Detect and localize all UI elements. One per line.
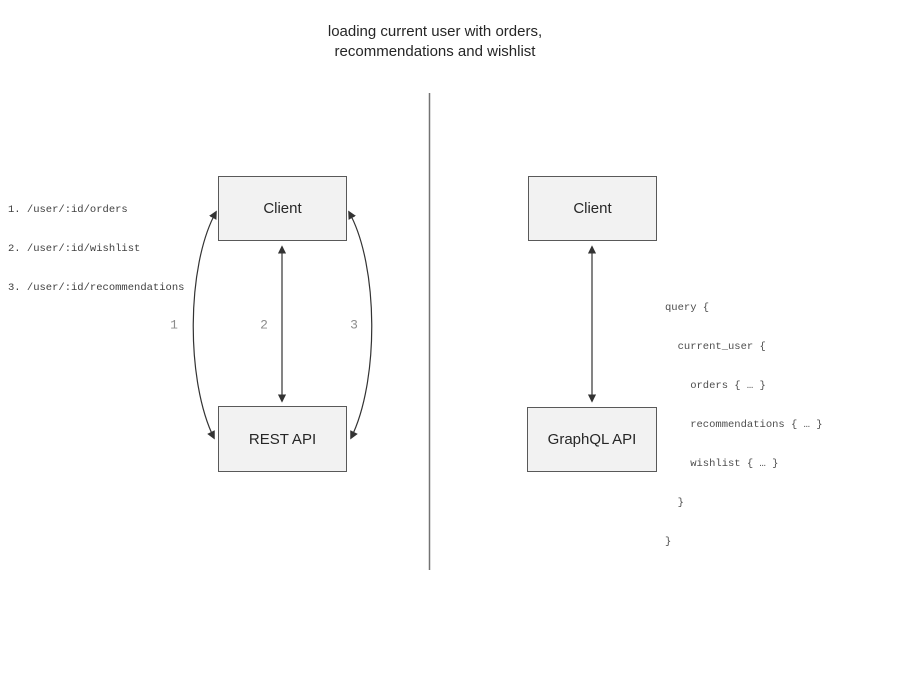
- rest-api-box-label: REST API: [248, 430, 317, 448]
- rest-arrow-1-curve: [192, 210, 217, 440]
- query-line: recommendations { … }: [665, 419, 823, 431]
- graphql-query-snippet: query { current_user { orders { … } reco…: [665, 276, 823, 575]
- query-line: }: [665, 536, 672, 548]
- client-box-graphql-label: Client: [573, 200, 612, 217]
- arrow-label-2: 2: [260, 317, 268, 333]
- query-line: orders { … }: [665, 380, 766, 392]
- rest-endpoint-wishlist: 2. /user/:id/wishlist: [8, 243, 141, 255]
- rest-endpoint-orders: 1. /user/:id/orders: [8, 204, 128, 216]
- diagram-title-line1: loading current user with orders,: [327, 23, 543, 40]
- arrow-label-1: 1: [170, 317, 178, 333]
- rest-api-box: REST API: [218, 406, 347, 472]
- diagram-title-line2: recommendations and wishlist: [334, 43, 536, 60]
- rest-endpoint-recommendations: 3. /user/:id/recommendations: [8, 282, 185, 294]
- arrow-label-3: 3: [350, 317, 358, 333]
- client-box-rest: Client: [218, 176, 347, 241]
- query-line: }: [665, 497, 684, 509]
- client-box-graphql: Client: [528, 176, 657, 241]
- rest-arrow-3-curve: [348, 210, 373, 440]
- graphql-api-box: GraphQL API: [527, 407, 657, 472]
- rest-endpoint-list: 1. /user/:id/orders 2. /user/:id/wishlis…: [8, 178, 184, 321]
- diagram-title: loading current user with orders, recomm…: [0, 22, 870, 62]
- query-line: wishlist { … }: [665, 458, 779, 470]
- client-box-rest-label: Client: [263, 200, 302, 217]
- query-line: query {: [665, 302, 710, 314]
- query-line: current_user {: [665, 341, 766, 353]
- graphql-api-box-label: GraphQL API: [547, 431, 637, 448]
